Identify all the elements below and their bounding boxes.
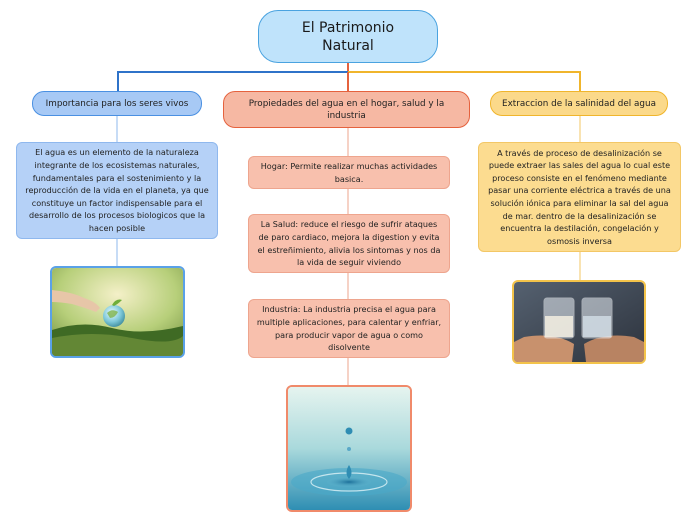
note-text: A través de proceso de desalinización se… [488,147,671,246]
water-drop-illustration [288,387,410,510]
note-industria[interactable]: Industria: La industria precisa el agua … [248,299,450,358]
note-importancia[interactable]: El agua es un elemento de la naturaleza … [16,142,218,239]
branch-label: Importancia para los seres vivos [45,98,189,109]
note-hogar[interactable]: Hogar: Permite realizar muchas actividad… [248,156,450,189]
water-drop-image[interactable] [286,385,412,512]
branch-importancia[interactable]: Importancia para los seres vivos [32,91,202,116]
note-extraccion[interactable]: A través de proceso de desalinización se… [478,142,681,252]
branch-extraccion[interactable]: Extraccion de la salinidad del agua [490,91,668,116]
beakers-illustration [514,282,644,362]
branch-label: Propiedades del agua en el hogar, salud … [248,98,445,121]
globe-in-hand-image[interactable] [50,266,185,358]
root-topic[interactable]: El Patrimonio Natural [258,10,438,63]
beakers-in-hands-image[interactable] [512,280,646,364]
branch-propiedades[interactable]: Propiedades del agua en el hogar, salud … [223,91,470,128]
root-title: El Patrimonio Natural [301,19,395,54]
note-text: Industria: La industria precisa el agua … [256,304,442,353]
note-text: Hogar: Permite realizar muchas actividad… [260,160,438,184]
note-text: El agua es un elemento de la naturaleza … [25,147,209,233]
note-text: La Salud: reduce el riesgo de sufrir ata… [257,219,441,268]
branch-label: Extraccion de la salinidad del agua [502,98,656,109]
globe-in-hand-illustration [52,268,183,356]
note-salud[interactable]: La Salud: reduce el riesgo de sufrir ata… [248,214,450,273]
